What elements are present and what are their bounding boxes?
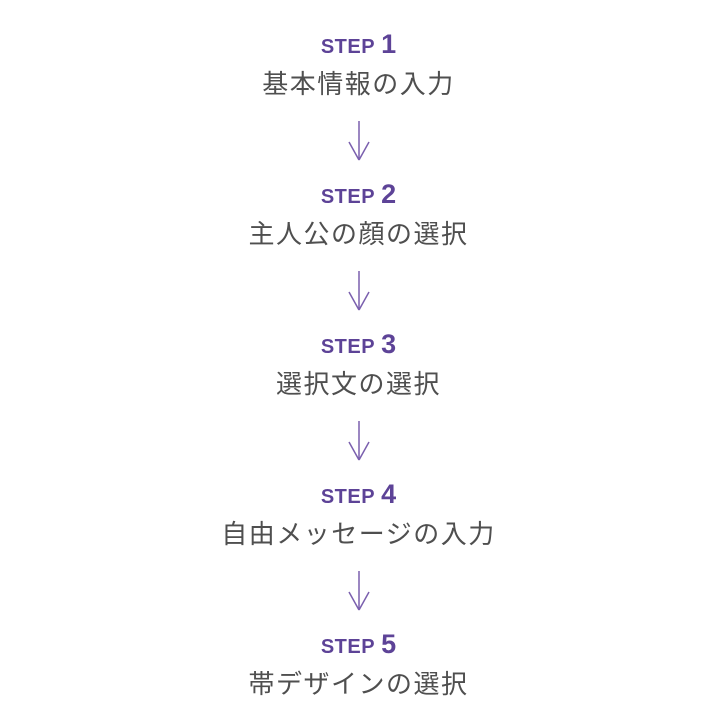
down-arrow-icon [347,570,371,612]
step-number: 1 [381,29,397,59]
step-word: STEP [320,186,376,208]
step-word: STEP [320,36,376,58]
down-arrow-icon [347,120,371,162]
step-5-title: 帯デザインの選択 [248,669,469,699]
step-number: 3 [381,329,397,359]
down-arrow-icon [347,420,371,462]
step-number: 2 [381,179,397,209]
step-2-title: 主人公の顔の選択 [248,219,469,249]
step-word: STEP [320,486,376,508]
step-1-title: 基本情報の入力 [262,69,455,99]
step-word: STEP [320,636,376,658]
step-number: 4 [381,479,397,509]
down-arrow-icon [347,270,371,312]
step-word: STEP [320,336,376,358]
step-4-title: 自由メッセージの入力 [221,519,496,549]
step-3-title: 選択文の選択 [275,369,441,399]
step-number: 5 [381,629,397,659]
